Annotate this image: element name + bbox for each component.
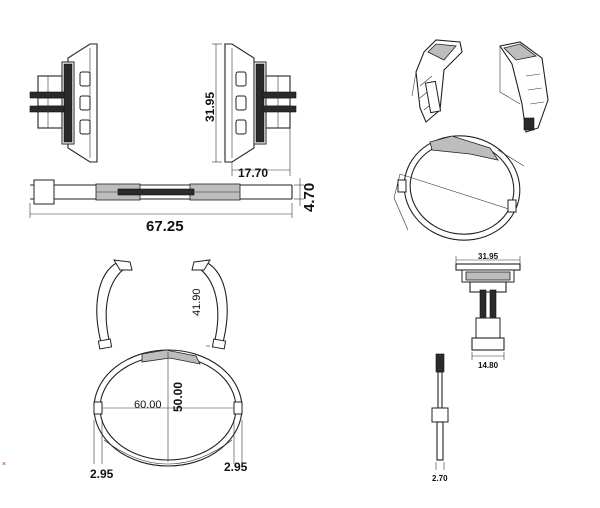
band-half-left [96,259,133,350]
dim-41-90 [206,259,210,347]
band-half-right [191,259,228,350]
connector-side-view [29,178,304,218]
clip-isometric-left [411,39,463,123]
label-2-95-left: 2.95 [90,467,114,481]
label-41-90: 41.90 [191,288,203,316]
label-60-00: 60.00 [134,399,162,411]
dim-17-70: 17.70 [231,128,291,180]
connector-small-front [455,256,521,360]
label-2-95-right: 2.95 [224,460,248,474]
band-isometric [393,135,525,241]
connector-front-right [224,43,297,163]
red-mark: × [2,461,6,468]
label-14-80: 14.80 [478,361,499,370]
label-67-25: 67.25 [146,218,184,235]
label-50-00: 50.00 [171,382,185,412]
band-full-top-view [93,349,243,467]
dim-31-95-vertical: 31.95 [203,43,225,163]
label-17-70: 17.70 [238,166,268,180]
clip-isometric-right [499,41,549,133]
label-31-95-left: 31.95 [203,92,217,122]
label-2-70: 2.70 [432,474,448,483]
label-4-70: 4.70 [301,183,318,212]
connector-front-left [29,43,98,163]
connector-small-side [431,353,449,470]
label-31-95-small: 31.95 [478,252,499,261]
